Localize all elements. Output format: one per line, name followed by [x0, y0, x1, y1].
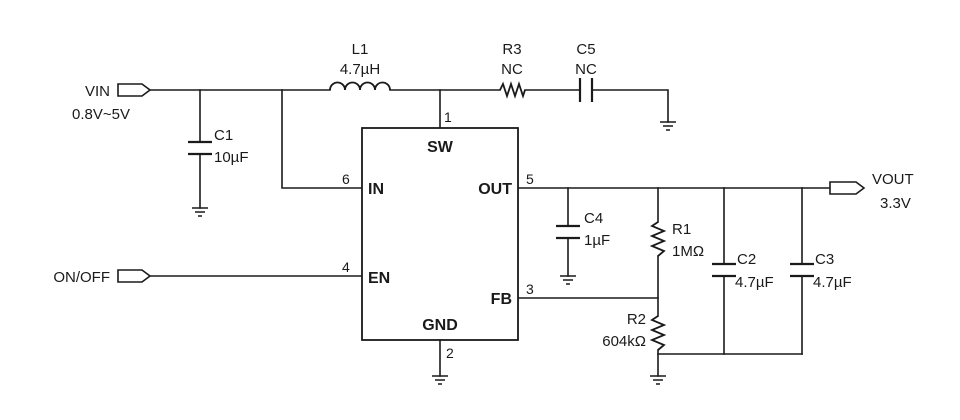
capacitor-c1: C1 10µF	[188, 127, 249, 166]
c4-ref: C4	[584, 210, 603, 227]
r3-ref: R3	[502, 41, 521, 58]
wire-in	[281, 89, 363, 189]
ground-c1	[192, 207, 208, 217]
c2-value: 4.7µF	[735, 274, 774, 291]
onoff-port-symbol	[117, 269, 152, 283]
resistor-r3-zigzag	[499, 81, 526, 99]
ground-ic	[432, 375, 448, 385]
c5-value: NC	[575, 61, 597, 78]
c3-value: 4.7µF	[813, 274, 852, 291]
c5-ref: C5	[576, 41, 595, 58]
ground-output	[650, 375, 666, 385]
pin-name-sw: SW	[427, 139, 454, 156]
pin-name-in: IN	[368, 181, 384, 198]
c2-ref: C2	[737, 251, 756, 268]
r2-ref: R2	[627, 311, 646, 328]
pin-number-gnd: 2	[446, 345, 454, 361]
capacitor-c4: C4 1µF	[556, 210, 610, 249]
vin-label: VIN	[85, 83, 110, 100]
resistor-r1: R1 1MΩ	[649, 221, 704, 260]
pin-number-sw: 1	[444, 109, 452, 125]
vout-label: VOUT	[872, 171, 914, 188]
r1-ref: R1	[672, 221, 691, 238]
c1-ref: C1	[214, 127, 233, 144]
vout-port: VOUT 3.3V	[829, 171, 914, 212]
resistor-r2-zigzag	[649, 315, 667, 351]
c4-value: 1µF	[584, 232, 610, 249]
pin-name-gnd: GND	[422, 317, 458, 334]
ground-icon	[650, 375, 666, 385]
c1-value: 10µF	[214, 149, 249, 166]
ic-body	[361, 127, 519, 341]
vin-value: 0.8V~5V	[72, 106, 130, 123]
ground-icon	[192, 207, 208, 217]
wires	[149, 89, 831, 377]
onoff-port: ON/OFF	[53, 269, 152, 286]
inductor-l1-coil	[329, 81, 391, 91]
resistor-r2: R2 604kΩ	[602, 311, 667, 351]
converter-ic: SW IN OUT EN FB GND 1 6 5 4 3 2	[342, 109, 534, 361]
vout-value: 3.3V	[880, 195, 911, 212]
r3-value: NC	[501, 61, 523, 78]
pin-number-en: 4	[342, 259, 350, 275]
l1-value: 4.7µH	[340, 61, 380, 78]
ground-icon	[432, 375, 448, 385]
r2-value: 604kΩ	[602, 333, 646, 350]
capacitor-c3: C3 4.7µF	[790, 251, 852, 291]
r1-value: 1MΩ	[672, 243, 704, 260]
ground-c5	[660, 121, 676, 131]
pin-number-out: 5	[526, 171, 534, 187]
inductor-l1: L1 4.7µH	[329, 41, 391, 91]
ground-icon	[560, 275, 576, 285]
resistor-r1-zigzag	[649, 221, 667, 257]
pin-number-in: 6	[342, 171, 350, 187]
capacitor-c5: C5 NC	[575, 41, 597, 102]
wire-c5-gnd	[591, 89, 669, 123]
vin-port: VIN 0.8V~5V	[72, 83, 152, 123]
pin-number-fb: 3	[526, 281, 534, 297]
pin-name-out: OUT	[478, 181, 512, 198]
vout-port-symbol	[829, 181, 866, 195]
resistor-r3: R3 NC	[499, 41, 526, 99]
onoff-label: ON/OFF	[53, 269, 110, 286]
c3-ref: C3	[815, 251, 834, 268]
pin-name-fb: FB	[491, 291, 512, 308]
l1-ref: L1	[352, 41, 369, 58]
capacitor-c2: C2 4.7µF	[712, 251, 774, 291]
ground-icon	[660, 121, 676, 131]
vin-port-symbol	[117, 83, 152, 97]
ground-c4	[560, 275, 576, 285]
pin-name-en: EN	[368, 270, 390, 287]
